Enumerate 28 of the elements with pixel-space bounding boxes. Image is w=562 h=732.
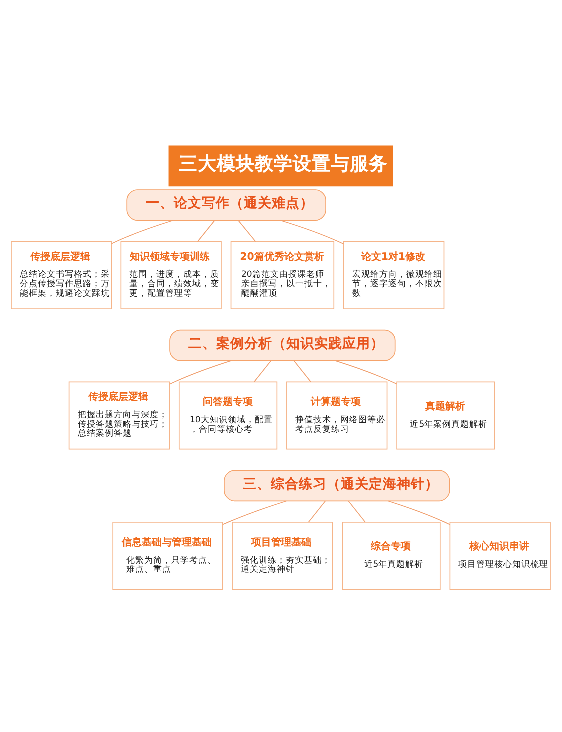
node-box: 计算题专项 挣值技术，网络图等必考点反复练习 — [286, 382, 388, 450]
connector — [294, 360, 312, 382]
node-box: 信息基础与管理基础 化繁为简，只学考点、难点、重点 — [112, 522, 224, 590]
node-box: 问答题专项 10大知识领域，配置，合同等核心考 — [178, 382, 278, 450]
node-box: 三、综合练习（通关定海神针） — [224, 470, 450, 502]
connector — [308, 500, 326, 523]
node-box: 传授底层逻辑 总结论文书写格式；采分点传授写作思路；万能框架，规避论文踩坑 — [11, 241, 112, 310]
connector — [280, 220, 344, 245]
connector — [335, 360, 398, 385]
node-box: 项目管理基础 强化训练；夯实基础；通关定海神针 — [232, 522, 334, 590]
node-box: 知识领域专项训练 范围，进度，成本，质量，合同，绩效域，变更，配置管理等 — [120, 241, 222, 310]
connector — [197, 220, 216, 242]
connector — [254, 360, 272, 382]
node-box: 传授底层逻辑 把握出题方向与深度；传授答题策略与技巧；总结案例答题 — [68, 382, 170, 450]
node-box: 一、论文写作（通关难点） — [126, 190, 326, 222]
connector — [222, 500, 287, 526]
node-box: 核心知识串讲 项目管理核心知识梳理 — [450, 522, 551, 590]
connector — [111, 220, 174, 244]
diagram-title: 三大模块教学设置与服务 — [178, 154, 388, 176]
node-box: 论文1对1修改 宏观给方向，微观给细节，逐字逐句，不限次数 — [344, 241, 445, 310]
node-box: 综合专项 近5年真题解析 — [342, 522, 441, 590]
node-box: 真题解析 近5年案例真题解析 — [396, 382, 496, 450]
node-box: 二、案例分析（知识实践应用） — [170, 330, 396, 362]
connector — [169, 360, 232, 385]
node-box: 20篇优秀论文赏析 20篇范文由授课老师亲自撰写，以一抵十，醍醐灌顶 — [230, 241, 335, 310]
connector — [238, 220, 256, 242]
connector — [388, 500, 450, 526]
connector — [348, 500, 366, 523]
